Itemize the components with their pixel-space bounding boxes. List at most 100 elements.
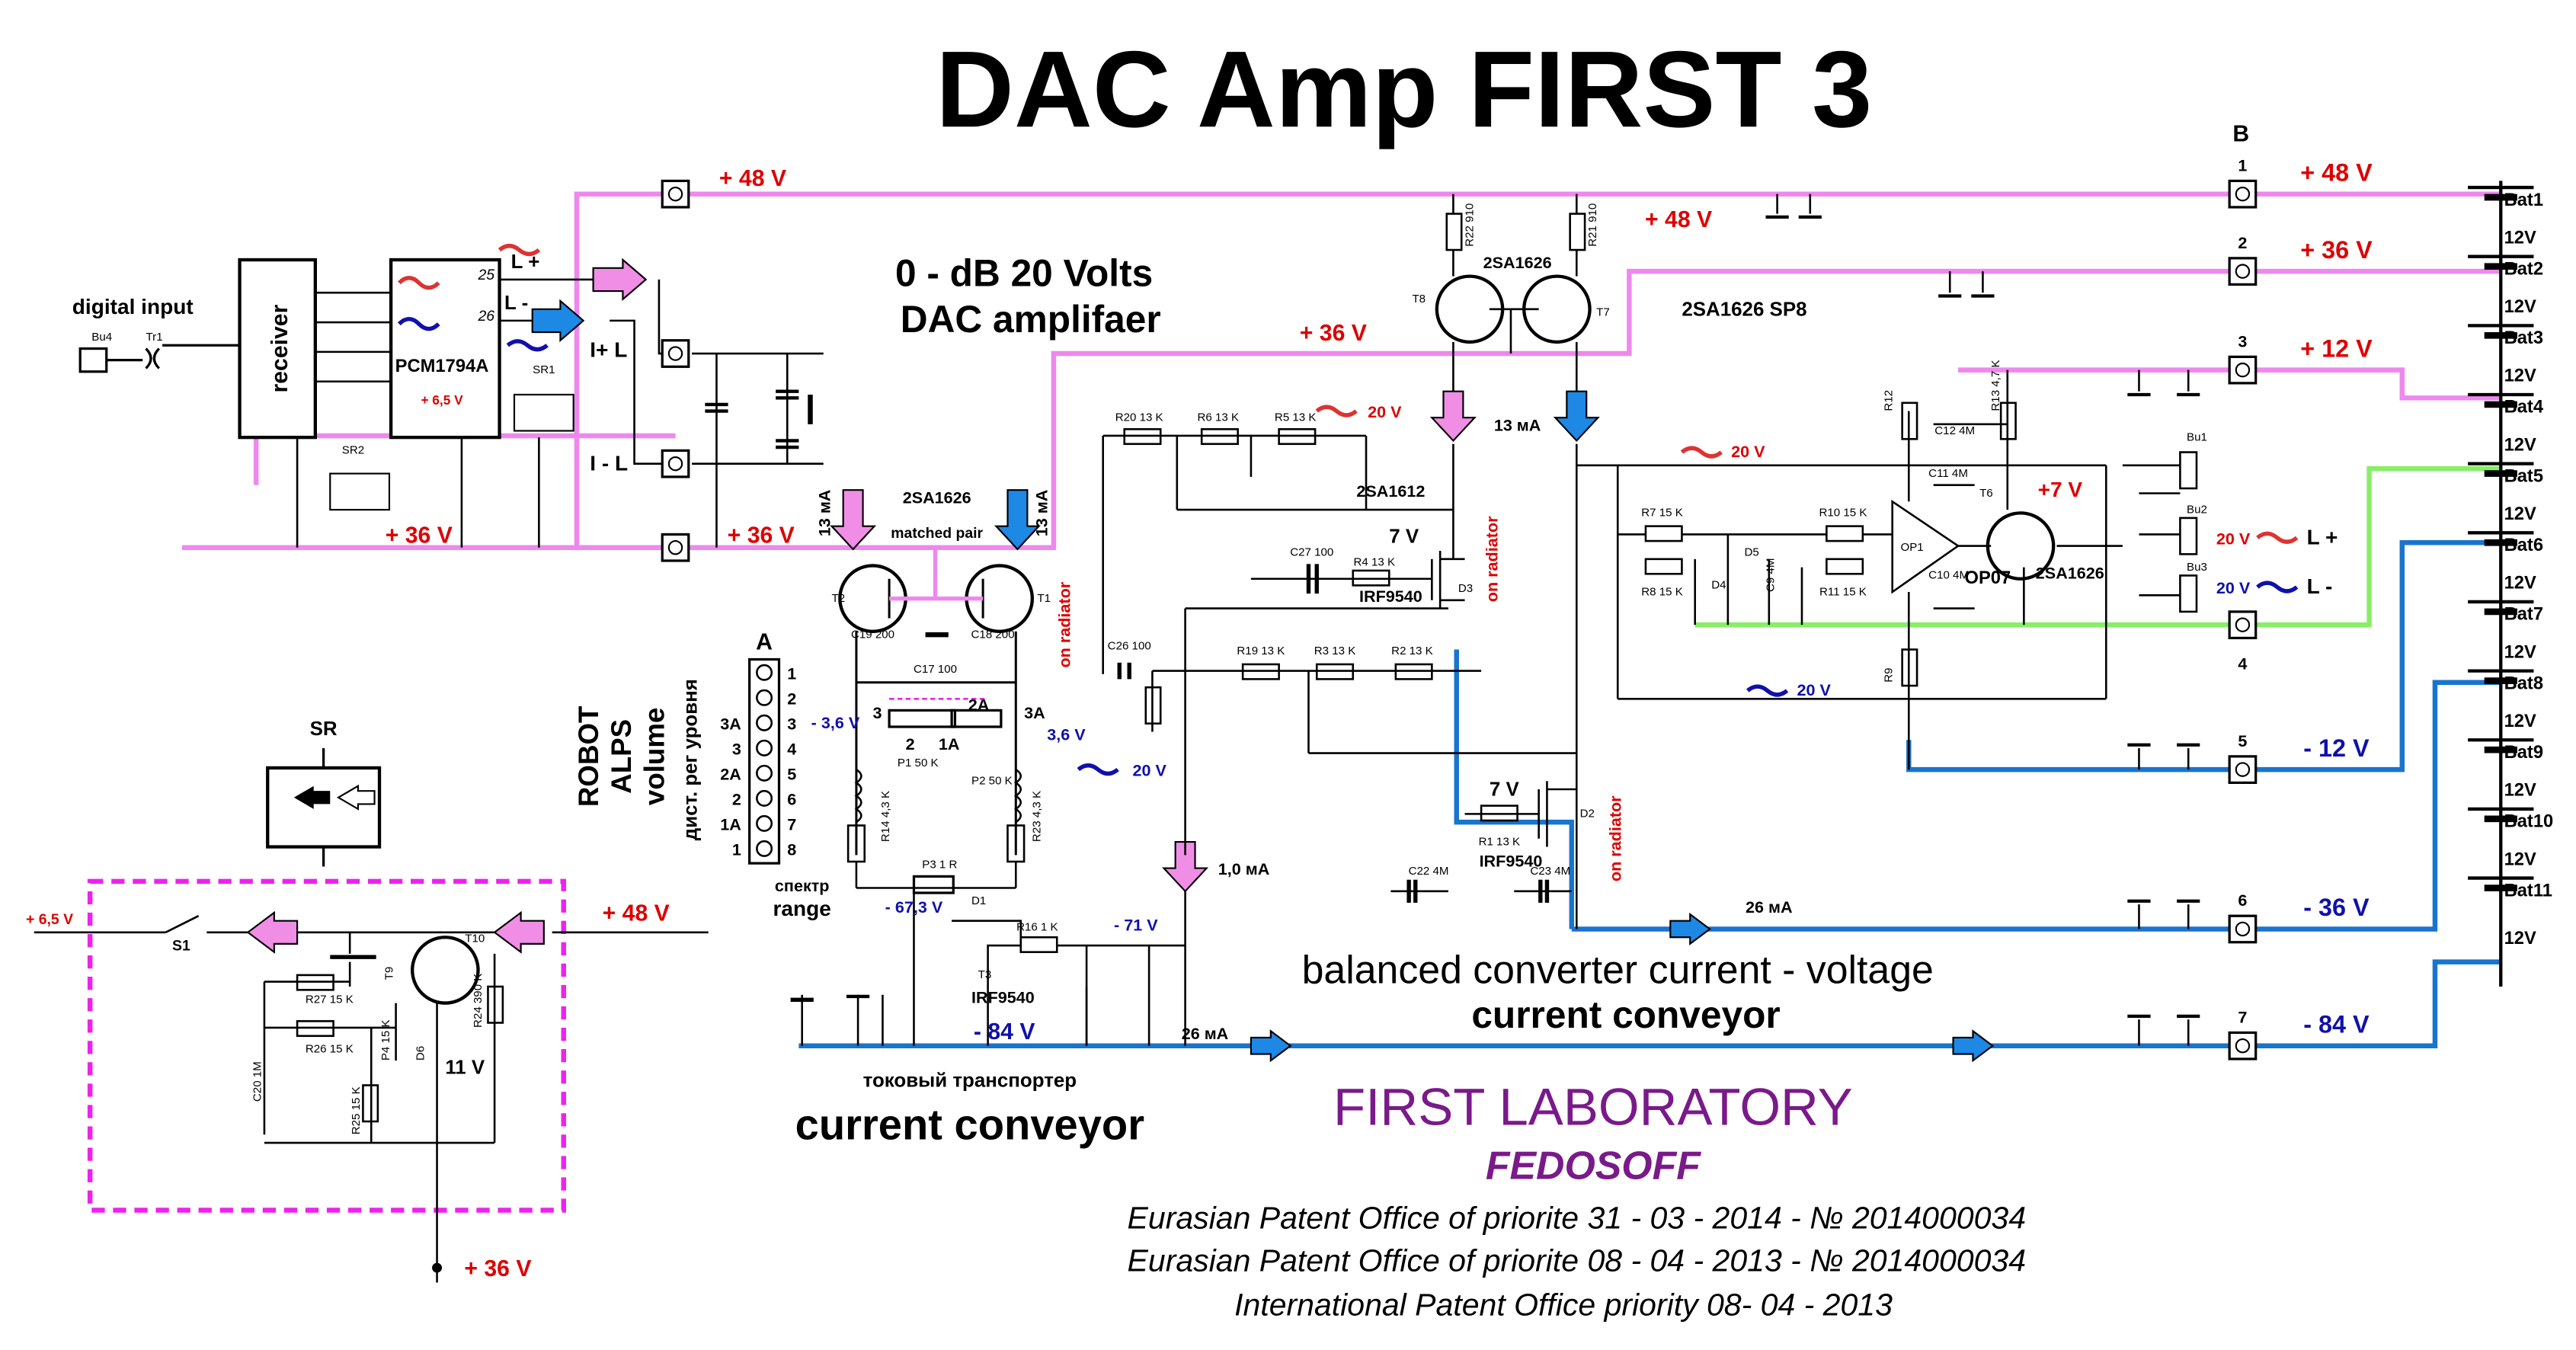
r14-label: R14 4,3 K (879, 791, 892, 842)
sr1-regulator (513, 393, 574, 432)
output-pin-number: 7 (2238, 1007, 2247, 1026)
t9-label: T9 (382, 967, 395, 981)
out-voltage-20-minus: 20 V (2216, 578, 2251, 597)
terminals (661, 179, 690, 562)
connector-a-pin (756, 764, 773, 782)
sr2-label: SR2 (342, 444, 364, 457)
wave-blue-icon (398, 317, 440, 331)
r16-label: R16 1 K (1016, 921, 1058, 934)
d4-label: D4 (1711, 579, 1726, 592)
wiper-2-label: 2 (906, 734, 915, 753)
output-pin-number: 4 (2238, 654, 2247, 673)
r10-label: R10 15 K (1819, 507, 1867, 520)
p1-label: P1 50 K (898, 757, 939, 769)
top-pair (1445, 194, 1586, 929)
c26-label: C26 100 (1108, 640, 1151, 653)
t7-label: T7 (1596, 306, 1610, 318)
dac-chip-block (389, 258, 501, 440)
arrow-pink-icon (592, 258, 648, 302)
inductors (846, 769, 1026, 889)
receiver-block (238, 258, 317, 440)
battery-voltage: 12V (2504, 435, 2536, 455)
terminal-screw-icon (2235, 921, 2251, 937)
arrow-pink-down-icon (1429, 390, 1477, 443)
pair-wiring (855, 547, 1017, 856)
transistor-t8 (1435, 274, 1505, 344)
title: DAC Amp FIRST 3 (936, 29, 1872, 150)
c9-label: C9 4M (1764, 558, 1777, 592)
output-pin-number: 5 (2238, 731, 2247, 750)
r12-label: R12 (1883, 390, 1896, 411)
connector-a-side-label: 3A (720, 714, 741, 733)
r26-label: R26 15 K (306, 1042, 354, 1055)
t3-label: T3 (978, 968, 992, 981)
r6-label: R6 13 K (1197, 411, 1239, 424)
d1-label: D1 (971, 894, 986, 907)
output-pin-voltage: + 48 V (2300, 158, 2373, 186)
current-1ma-label: 1,0 мА (1218, 859, 1270, 878)
r8-label: R8 15 K (1641, 585, 1683, 598)
connector-a-pin (756, 664, 773, 681)
sr-block-label: SR (310, 718, 338, 740)
voltage-minus-3-6: - 3,6 V (811, 713, 860, 732)
wiper-3a-label: 3A (1024, 703, 1045, 722)
battery-label: Bat2 (2504, 259, 2543, 279)
rail-36-center: + 36 V (1300, 321, 1367, 346)
output-pins: 1+ 48 V2+ 36 V3+ 12 V45- 12 V6- 36 V7- 8… (2228, 155, 2373, 1060)
sr-regulator-block (266, 766, 382, 849)
input-terminal (661, 533, 690, 562)
terminal-screw-icon (667, 456, 683, 472)
r13-label: R13 4,7 K (1989, 360, 2002, 411)
bu4-label: Bu4 (91, 331, 112, 344)
battery-label: Bat3 (2504, 328, 2543, 348)
c27-label: C27 100 (1290, 546, 1333, 559)
flow-arrows (1250, 912, 1995, 1063)
current-13ma-top: 13 мА (1494, 415, 1541, 434)
voltage-7-top: 7 V (1389, 526, 1419, 547)
out-voltage-20-plus: 20 V (2216, 529, 2251, 548)
sr-supply-36: + 36 V (464, 1256, 531, 1281)
battery-voltage: 12V (2504, 712, 2536, 731)
dac-pin26: 26 (478, 308, 495, 325)
terminal-screw-icon (2235, 186, 2251, 202)
output-terminal (2228, 1031, 2258, 1060)
battery-voltage: 12V (2504, 574, 2536, 593)
pink-rails (182, 191, 2501, 550)
terminal-screw-icon (667, 186, 683, 202)
c18-label: C18 200 (971, 628, 1015, 641)
converter-line2: current conveyor (1471, 993, 1780, 1036)
bu3-label: Bu3 (2187, 561, 2207, 574)
battery-voltage: 12V (2504, 849, 2536, 869)
on-radiator-t1: on radiator (1055, 581, 1074, 667)
connector-a-side-label: 3 (732, 739, 741, 758)
terminal-screw-icon (667, 540, 683, 555)
r25-label: R25 15 K (350, 1086, 363, 1134)
r19-label: R19 13 K (1237, 645, 1285, 657)
battery-label: Bat9 (2504, 743, 2543, 763)
output-terminal (2228, 914, 2258, 944)
t5-stage (1184, 551, 1465, 856)
sr-arrow-icon (293, 785, 331, 809)
voltage-7-bottom: 7 V (1490, 779, 1520, 801)
rail-48-top: + 48 V (719, 166, 786, 191)
op07-label: OP07 (1965, 568, 2011, 588)
r27-label: R27 15 K (306, 993, 354, 1006)
wave-blue-icon (1746, 684, 1789, 697)
wave-red-icon (2256, 531, 2299, 544)
op1-label: OP1 (1900, 541, 1923, 554)
connector-a (748, 657, 781, 865)
output-jacks (2122, 451, 2198, 613)
r9-label: R9 (1883, 667, 1896, 682)
voltage-20-op-neg: 20 V (1797, 680, 1832, 699)
sr-circuit (34, 915, 709, 1283)
t4-stage (1464, 781, 1577, 847)
output-pin-number: 2 (2238, 233, 2247, 252)
arrow-blue-icon (531, 299, 585, 343)
input-terminal (661, 179, 690, 209)
connector-a-pin-number: 4 (787, 739, 796, 758)
sr-zener-11v: 11 V (445, 1057, 485, 1078)
sr1-label: SR1 (533, 363, 555, 376)
t1-label: T1 (1037, 592, 1051, 605)
input-jack (78, 344, 240, 373)
connector-a-label: A (756, 630, 773, 655)
